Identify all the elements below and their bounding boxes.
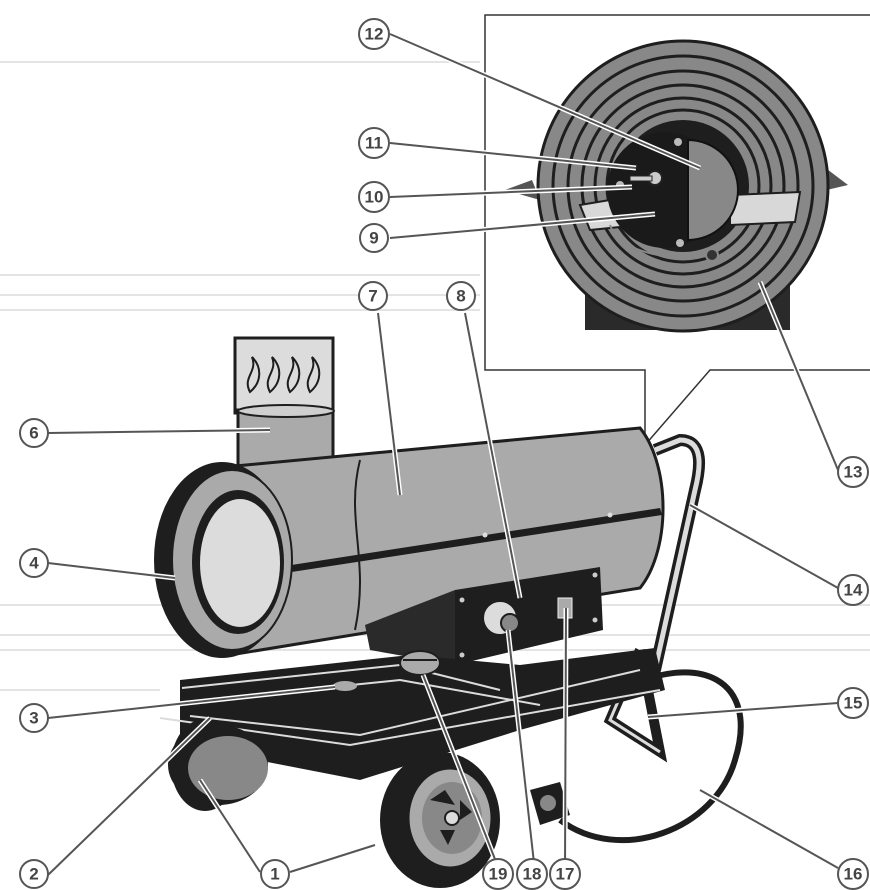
callout-4: 4 — [19, 548, 49, 578]
svg-text:4: 4 — [29, 554, 39, 573]
svg-text:19: 19 — [489, 865, 508, 884]
power-cable — [530, 669, 744, 844]
wheels — [168, 719, 500, 888]
callout-2: 2 — [19, 859, 49, 889]
callout-11: 11 — [358, 127, 390, 159]
svg-text:2: 2 — [29, 865, 38, 884]
callout-7: 7 — [358, 281, 388, 311]
callout-8: 8 — [446, 281, 476, 311]
callout-16: 16 — [837, 858, 869, 890]
burner-detail-inset — [484, 14, 870, 446]
control-box — [365, 567, 603, 665]
svg-text:11: 11 — [365, 134, 383, 153]
svg-text:9: 9 — [369, 229, 378, 248]
callout-17: 17 — [549, 858, 581, 890]
callout-15: 15 — [837, 687, 869, 719]
fuel-tank — [159, 648, 665, 780]
callout-12: 12 — [358, 18, 390, 50]
svg-text:3: 3 — [29, 709, 38, 728]
callout-3: 3 — [19, 703, 49, 733]
svg-text:16: 16 — [844, 865, 863, 884]
svg-text:15: 15 — [844, 694, 863, 713]
callout-19: 19 — [482, 858, 514, 890]
svg-text:1: 1 — [270, 865, 279, 884]
callouts: 1 2 3 4 6 7 8 9 — [19, 18, 869, 890]
svg-text:10: 10 — [365, 188, 384, 207]
callout-13: 13 — [837, 456, 869, 488]
svg-text:7: 7 — [368, 287, 377, 306]
callout-9: 9 — [359, 223, 389, 253]
svg-text:14: 14 — [844, 581, 863, 600]
callout-14: 14 — [837, 574, 869, 606]
svg-text:17: 17 — [556, 865, 575, 884]
callout-1: 1 — [260, 859, 290, 889]
leader-lines — [46, 31, 841, 877]
svg-text:18: 18 — [523, 865, 542, 884]
callout-6: 6 — [19, 418, 49, 448]
callout-18: 18 — [516, 858, 548, 890]
svg-text:12: 12 — [365, 25, 384, 44]
callout-10: 10 — [358, 181, 390, 213]
svg-text:8: 8 — [456, 287, 465, 306]
svg-text:13: 13 — [844, 463, 863, 482]
svg-text:6: 6 — [29, 424, 38, 443]
